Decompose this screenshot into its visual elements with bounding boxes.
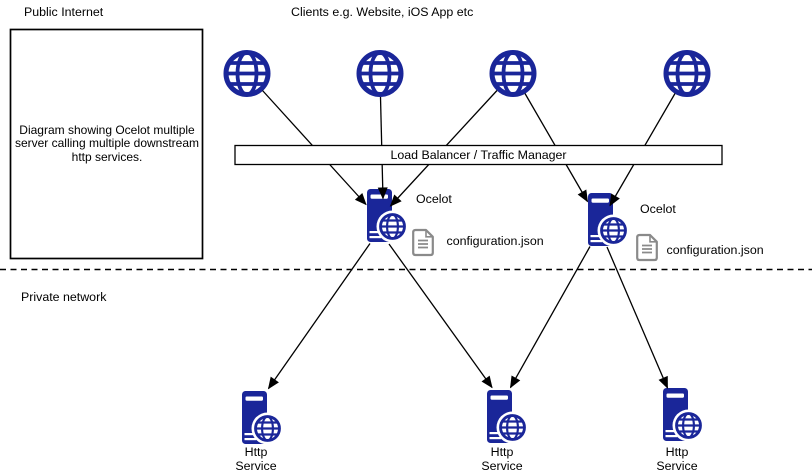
service1-label: Http Service bbox=[235, 444, 277, 473]
service2-label: Http Service bbox=[481, 444, 523, 473]
server-with-globe-icon bbox=[588, 193, 630, 247]
gateway-service-edges bbox=[267, 243, 669, 390]
public-internet-label: Public Internet bbox=[24, 4, 104, 19]
globe-icon bbox=[666, 53, 708, 95]
server-with-globe-icon bbox=[367, 189, 409, 243]
description-box bbox=[9, 28, 204, 260]
document-icon bbox=[636, 233, 658, 262]
gateway2-label: Ocelot bbox=[640, 201, 676, 216]
load-balancer-box bbox=[234, 144, 723, 166]
config-file-label: configuration.json bbox=[446, 233, 544, 248]
globe-icon bbox=[226, 53, 268, 95]
edge-gateway1-service2 bbox=[388, 243, 493, 389]
edge-gateway2-service2 bbox=[509, 246, 591, 389]
document-icon bbox=[412, 228, 434, 257]
edge-gateway2-service3 bbox=[606, 246, 669, 389]
clients-label: Clients e.g. Website, iOS App etc bbox=[291, 4, 474, 19]
gateway1-label: Ocelot bbox=[416, 191, 452, 206]
globe-icon bbox=[492, 53, 534, 95]
service3-label: Http Service bbox=[656, 444, 698, 473]
server-with-globe-icon bbox=[242, 391, 284, 445]
private-network-label: Private network bbox=[21, 289, 107, 304]
config-file-label: configuration.json bbox=[666, 242, 764, 257]
edge-gateway1-service1 bbox=[267, 243, 371, 390]
server-with-globe-icon bbox=[663, 388, 705, 442]
globe-icon bbox=[359, 53, 401, 95]
server-with-globe-icon bbox=[487, 390, 529, 444]
load-balancer-label: Load Balancer / Traffic Manager bbox=[390, 147, 567, 162]
description-text: Diagram showing Ocelot multiple server c… bbox=[14, 123, 200, 164]
